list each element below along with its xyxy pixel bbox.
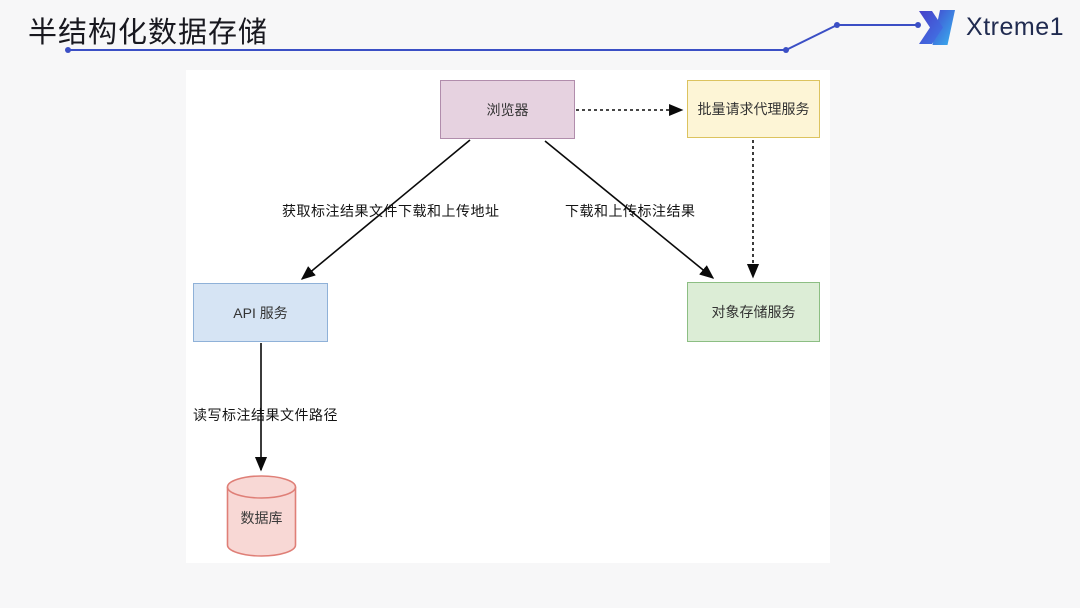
node-api-label: API 服务 (233, 304, 288, 321)
edge-label-read-write-file-path: 读写标注结果文件路径 (193, 407, 338, 423)
xtreme1-logo-icon (919, 10, 956, 45)
node-api: API 服务 (193, 283, 328, 342)
node-browser-label: 浏览器 (486, 101, 529, 118)
node-storage: 对象存储服务 (687, 282, 820, 342)
node-proxy-label: 批量请求代理服务 (697, 101, 810, 117)
page-title: 半结构化数据存储 (28, 15, 269, 49)
diagram-edges (226, 103, 760, 557)
xtreme1-logo: Xtreme1 (918, 9, 1064, 46)
edge-label-get-upload-download-url: 获取标注结果文件下载和上传地址 (282, 203, 500, 219)
xtreme1-logo-text: Xtreme1 (966, 13, 1064, 41)
edge-browser-to-storage (544, 140, 715, 279)
node-database-label: 数据库 (240, 510, 283, 526)
edge-browser-to-api (300, 139, 471, 280)
node-storage-label: 对象存储服务 (711, 304, 796, 320)
node-browser: 浏览器 (440, 80, 575, 139)
diagram-canvas: 浏览器 批量请求代理服务 API 服务 对象存储服务 数据库 获取标注结果文件下… (186, 70, 830, 563)
node-proxy: 批量请求代理服务 (687, 80, 820, 138)
edge-label-download-upload-results: 下载和上传标注结果 (565, 203, 696, 219)
database-cylinder (226, 475, 297, 557)
